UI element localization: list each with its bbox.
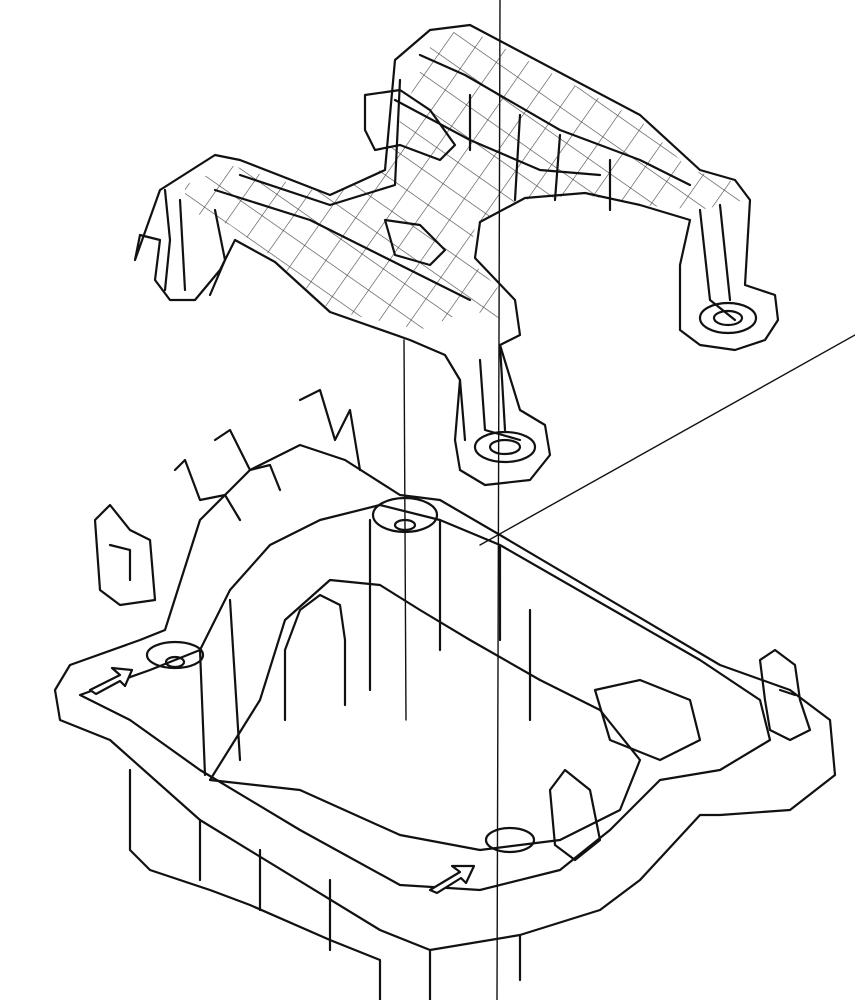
lower-tray-clip-right <box>758 648 812 742</box>
upper-bracket-outline <box>133 23 780 487</box>
lower-tray-arch <box>283 593 347 722</box>
upper-bracket-left-leg <box>163 188 227 297</box>
lower-tray-boss-right <box>593 678 702 762</box>
arrow-mark-front <box>428 864 476 895</box>
lower-tray-mount-hole-center <box>371 496 439 534</box>
upper-bracket-hatch-area <box>185 30 745 330</box>
lower-tray-clip-front <box>548 768 602 862</box>
upper-bracket-mount-hole-front <box>473 430 537 464</box>
lower-tray-mount-hole-left <box>145 640 205 670</box>
arrow-mark-left <box>88 666 134 696</box>
upper-bracket-mount-hole-right-inner <box>712 309 744 327</box>
upper-bracket-right-leg <box>698 203 737 322</box>
diagonal-axis-line <box>479 334 855 546</box>
lower-tray-mount-hole-front <box>484 826 536 854</box>
upper-bracket <box>133 23 780 487</box>
upper-bracket-clip-mid <box>383 218 447 267</box>
lower-tray-outer-rim <box>53 443 837 952</box>
lower-tray-rear-wall <box>173 388 362 522</box>
lower-tray-mount-hole-left-inner <box>164 655 186 669</box>
lower-tray-side-wall <box>198 518 532 777</box>
upper-bracket-inner-ridges <box>213 53 692 302</box>
lower-tray-clip-left <box>93 503 157 607</box>
upper-bracket-front-leg <box>458 343 522 442</box>
upper-bracket-clip-upper <box>363 88 457 162</box>
lower-tray <box>53 388 837 1000</box>
lower-tray-basin <box>208 578 642 852</box>
upper-bracket-mount-hole-right <box>698 301 758 335</box>
lower-tray-mount-hole-center-inner <box>393 518 417 532</box>
upper-bracket-mount-hole-front-inner <box>488 438 522 456</box>
lower-tray-inner-rim <box>78 503 772 892</box>
lower-tray-lower-skirt <box>128 768 522 1000</box>
